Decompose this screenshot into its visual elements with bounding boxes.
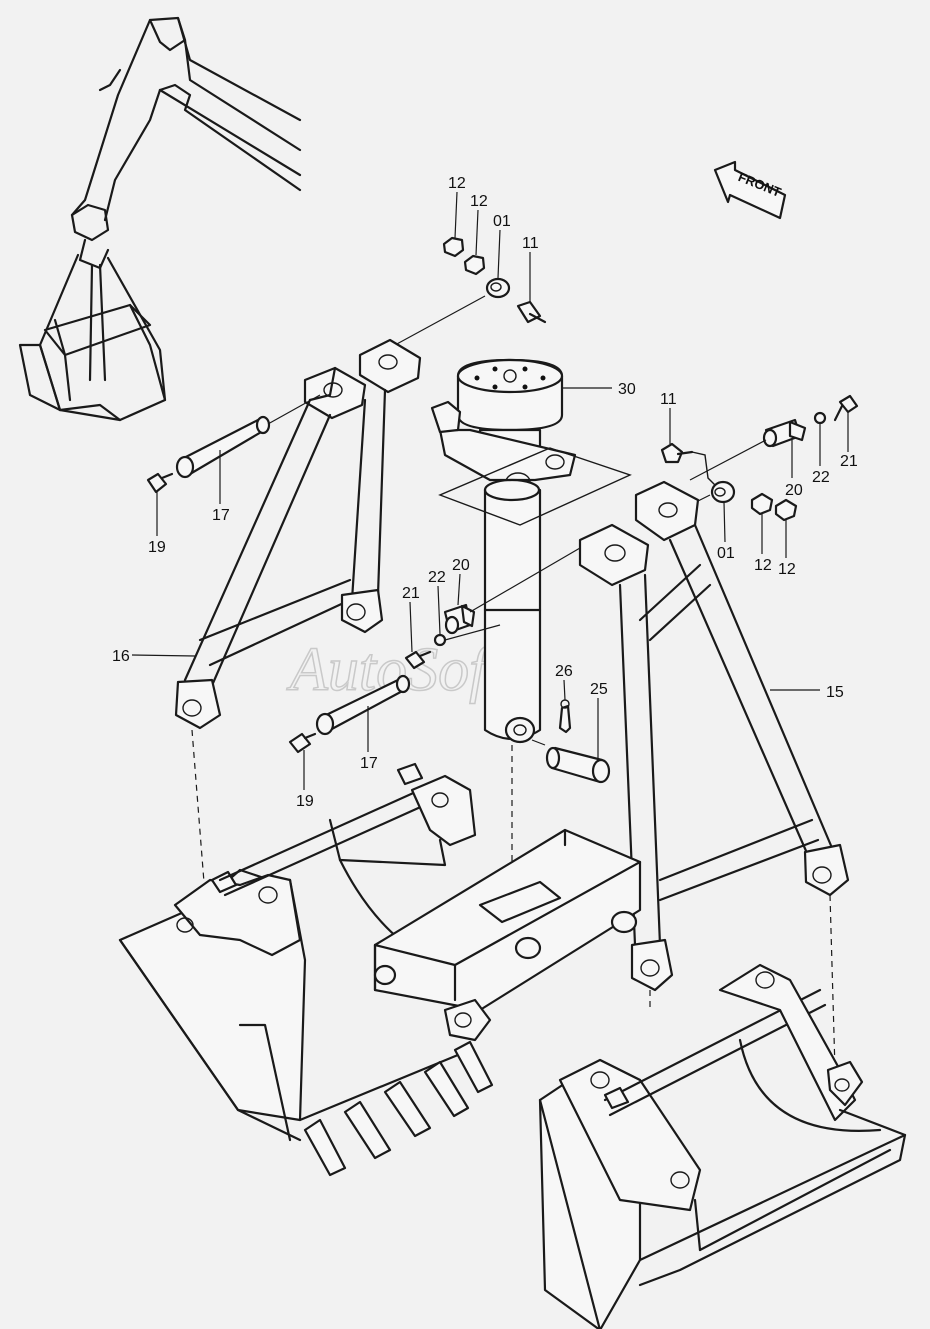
nut-12-second [463, 254, 486, 276]
part-16-arm [174, 338, 422, 730]
nut-12-right-b [774, 498, 798, 522]
callout-16: 16 [112, 648, 130, 665]
callout-20: 20 [785, 482, 803, 499]
callout-12: 12 [470, 193, 488, 210]
pin-17-lower [315, 674, 411, 736]
alignment-lines [191, 729, 836, 1071]
bolt-19-upper [146, 472, 174, 494]
lower-left-bucket [118, 762, 494, 1177]
washer-22-right [813, 411, 827, 425]
washer-01-right [710, 480, 736, 504]
part-30-cylinder [430, 358, 632, 744]
callout-19: 19 [148, 539, 166, 556]
callout-30: 30 [618, 381, 636, 398]
callout-11: 11 [660, 391, 677, 408]
bolt-21-right [838, 394, 859, 414]
bolt-11-top [516, 300, 542, 324]
base-frame [373, 828, 642, 1042]
pin-25 [531, 739, 611, 784]
bolt-11-right [660, 442, 684, 464]
callout-21: 21 [840, 453, 858, 470]
callout-17: 17 [360, 755, 378, 772]
cotter-26 [558, 699, 572, 734]
callout-01: 01 [717, 545, 735, 562]
callout-labels: 12 12 01 11 30 11 21 22 20 01 12 12 19 1… [112, 175, 858, 810]
excavator-inset-illustration [18, 16, 302, 422]
callout-12: 12 [778, 561, 796, 578]
washer-01-top [485, 277, 511, 299]
callout-21: 21 [402, 585, 420, 602]
callout-15: 15 [826, 684, 844, 701]
top-hardware-stack [394, 236, 547, 346]
callout-12: 12 [754, 557, 772, 574]
callout-19: 19 [296, 793, 314, 810]
callout-25: 25 [590, 681, 608, 698]
bolt-19-lower [288, 732, 317, 754]
nut-12-top [442, 236, 465, 258]
callout-20: 20 [452, 557, 470, 574]
callout-12: 12 [448, 175, 466, 192]
part-15-frame [578, 480, 850, 992]
callout-22: 22 [812, 469, 830, 486]
middle-hardware-stack [404, 547, 581, 670]
front-direction-arrow: FRONT [713, 160, 787, 220]
right-hardware-stack [660, 394, 859, 522]
callout-22: 22 [428, 569, 446, 586]
callout-01: 01 [493, 213, 511, 230]
nut-12-right-a [750, 492, 774, 516]
callout-17: 17 [212, 507, 230, 524]
pin-17-upper [175, 394, 321, 479]
callout-11: 11 [522, 235, 539, 252]
lower-right-bucket [538, 963, 907, 1329]
callout-26: 26 [555, 663, 573, 680]
